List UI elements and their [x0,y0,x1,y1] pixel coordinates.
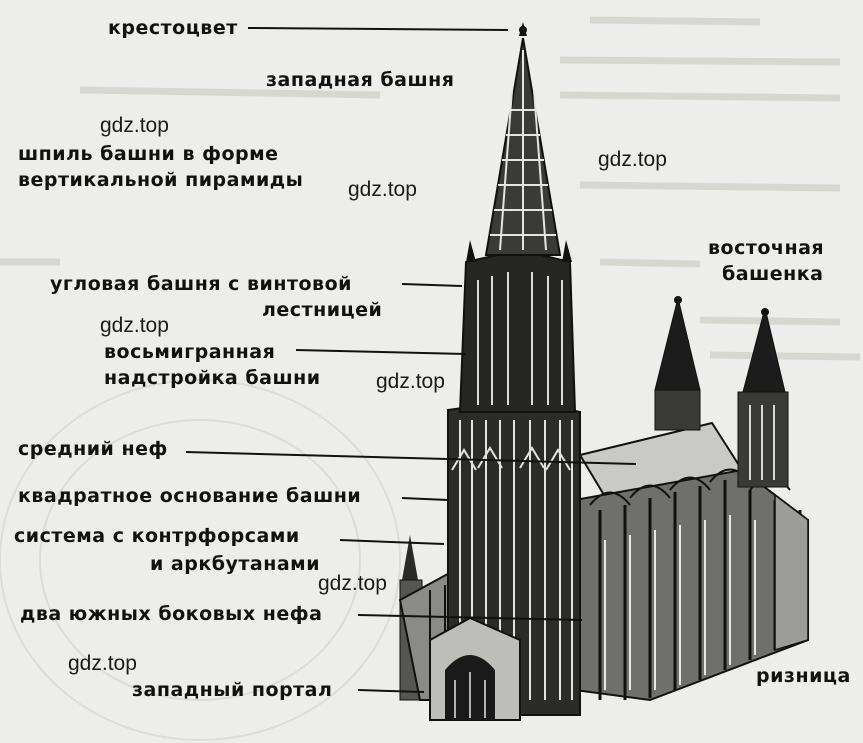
east-tower-left [654,296,701,431]
label-square-base: квадратное основание башни [18,485,362,507]
west-tower-spire [484,22,562,256]
west-portal [429,616,521,721]
label-stair-tower-line2: лестницей [262,299,383,321]
east-tower-right [737,307,789,488]
watermark: gdz.top [318,572,387,595]
watermark: gdz.top [348,178,417,201]
label-octagon-line1: восьмигранная [104,341,276,363]
label-south-aisles: два южных боковых нефа [20,603,323,625]
label-east-tower-line2: башенка [722,263,824,285]
label-spire-line2: вертикальной пирамиды [18,169,304,191]
label-west-portal: западный портал [132,679,333,701]
watermark: gdz.top [100,314,169,337]
label-buttress-line2: и аркбутанами [150,553,321,575]
label-octagon-line2: надстройка башни [104,367,321,389]
label-buttress-line1: система с контрфорсами [14,525,300,547]
label-nave: средний неф [18,438,168,460]
watermark: gdz.top [598,148,667,171]
label-spire-line1: шпиль башни в форме [18,143,279,165]
label-sacristy: ризница [756,665,851,687]
label-finial: крестоцвет [108,17,238,39]
west-tower-octagon [458,240,577,413]
watermark: gdz.top [100,114,169,137]
watermark: gdz.top [68,652,137,675]
nave-body [574,468,809,702]
label-stair-tower-line1: угловая башня с винтовой [50,273,352,295]
watermark: gdz.top [376,370,445,393]
label-east-tower-line1: восточная [708,237,825,259]
label-west-tower: западная башня [266,69,455,91]
